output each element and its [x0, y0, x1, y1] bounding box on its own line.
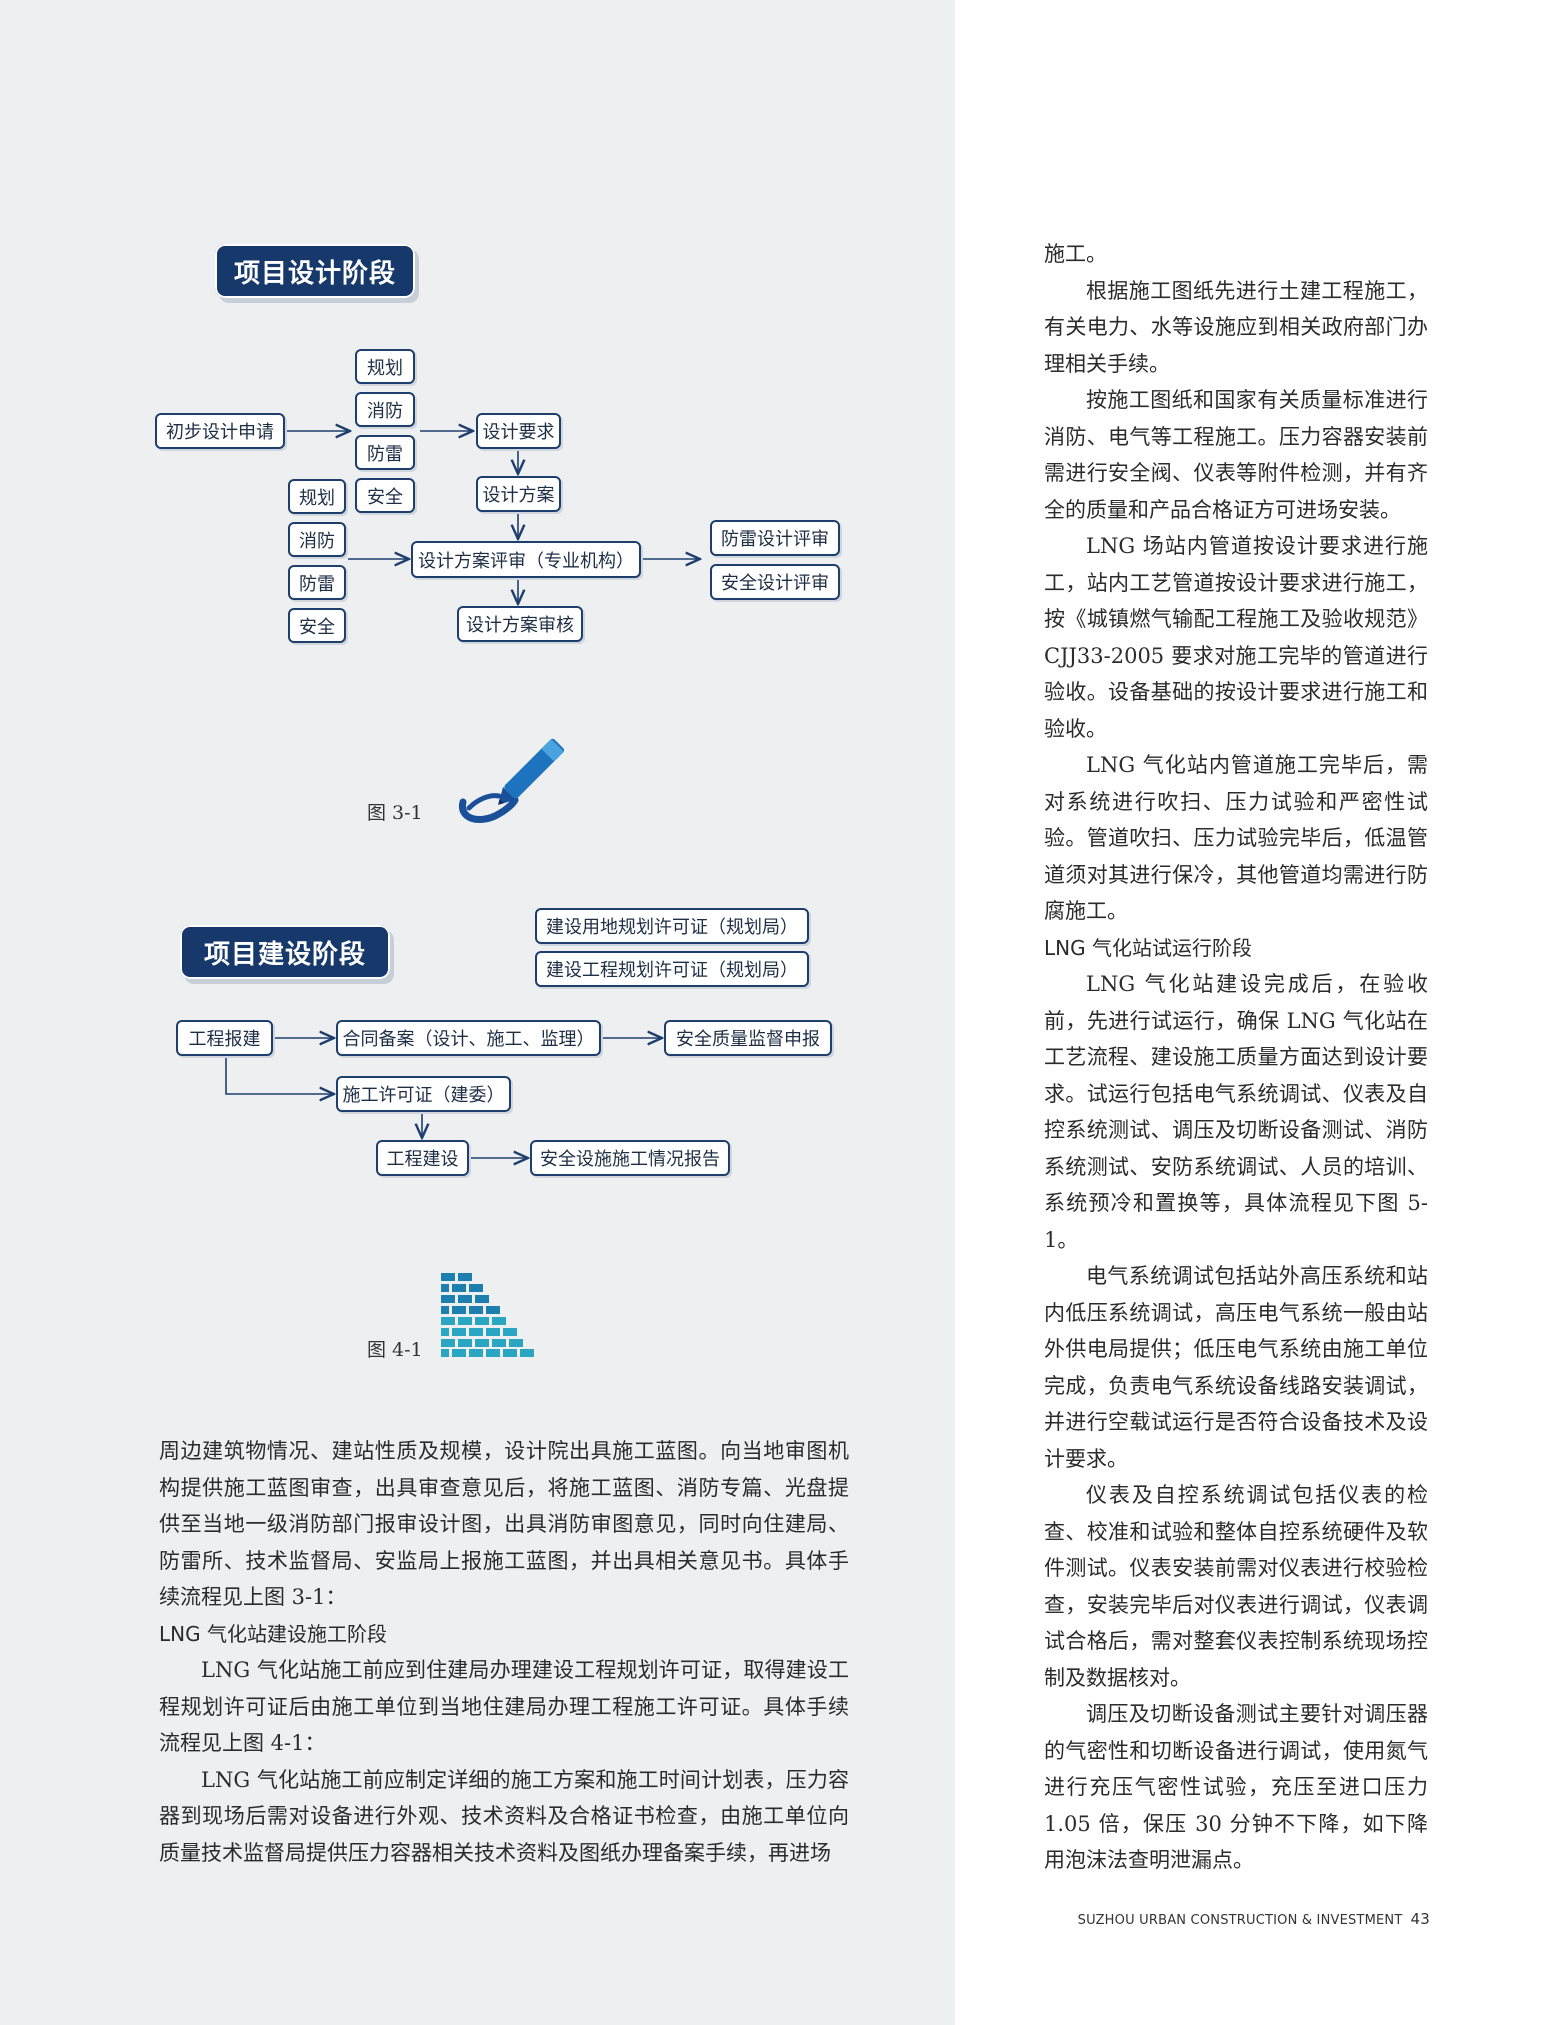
box-lightning-design-review: 防雷设计评审 [710, 520, 840, 556]
box-safety-quality-supervision: 安全质量监督申报 [664, 1020, 832, 1056]
box-project-construction: 工程建设 [376, 1140, 469, 1176]
brick-wall-icon [441, 1273, 534, 1357]
right-paragraph-3: LNG 场站内管道按设计要求进行施工，站内工艺管道按设计要求进行施工，按《城镇燃… [1044, 534, 1428, 741]
right-paragraph-7: 仪表及自控系统调试包括仪表的检查、校准和试验和整体自控系统硬件及软件测试。仪表安… [1044, 1483, 1428, 1690]
box-design-scheme: 设计方案 [476, 476, 561, 512]
right-paragraph-8: 调压及切断设备测试主要针对调压器的气密性和切断设备进行调试，使用氮气进行充压气密… [1044, 1702, 1428, 1872]
left-paragraph-1: 周边建筑物情况、建站性质及规模，设计院出具施工蓝图。向当地审图机构提供施工蓝图审… [159, 1439, 849, 1609]
box-safety-facility-report: 安全设施施工情况报告 [530, 1140, 730, 1176]
right-paragraph-0: 施工。 [1044, 242, 1107, 266]
right-column-text: 施工。 根据施工图纸先进行土建工程施工，有关电力、水等设施应到相关政府部门办理相… [1044, 236, 1428, 1879]
box-initial-design-application: 初步设计申请 [155, 413, 285, 449]
left-paragraph-3: LNG 气化站施工前应制定详细的施工方案和施工时间计划表，压力容器到现场后需对设… [159, 1767, 849, 1865]
box-top-planning: 规划 [355, 349, 415, 384]
box-engineering-planning-permit: 建设工程规划许可证（规划局） [535, 951, 809, 987]
right-subheading-trial-run: LNG 气化站试运行阶段 [1044, 935, 1252, 960]
box-design-requirements: 设计要求 [476, 413, 561, 449]
box-construction-permit: 施工许可证（建委） [336, 1076, 511, 1112]
box-project-registration: 工程报建 [176, 1020, 273, 1056]
box-left-planning: 规划 [288, 479, 346, 514]
box-top-lightning: 防雷 [355, 435, 415, 470]
right-paragraph-2: 按施工图纸和国家有关质量标准进行消防、电气等工程施工。压力容器安装前需进行安全阀… [1044, 388, 1428, 522]
right-paragraph-4: LNG 气化站内管道施工完毕后，需对系统进行吹扫、压力试验和严密性试验。管道吹扫… [1044, 753, 1428, 923]
box-top-fire: 消防 [355, 392, 415, 427]
box-left-fire: 消防 [288, 522, 346, 557]
box-contract-filing: 合同备案（设计、施工、监理） [336, 1020, 601, 1056]
box-left-lightning: 防雷 [288, 565, 346, 600]
design-stage-title: 项目设计阶段 [215, 244, 415, 298]
box-left-safety: 安全 [288, 608, 346, 643]
pen-icon [459, 738, 565, 823]
box-land-planning-permit: 建设用地规划许可证（规划局） [535, 908, 809, 944]
figure-caption-3-1: 图 3-1 [367, 802, 423, 824]
box-safety-design-review: 安全设计评审 [710, 564, 840, 600]
left-column-background [0, 0, 955, 2025]
right-paragraph-5: LNG 气化站建设完成后，在验收前，先进行试运行，确保 LNG 气化站在工艺流程… [1044, 972, 1428, 1252]
right-paragraph-6: 电气系统调试包括站外高压系统和站内低压系统调试，高压电气系统一般由站外供电局提供… [1044, 1264, 1428, 1471]
left-subheading-construction: LNG 气化站建设施工阶段 [159, 1621, 387, 1646]
box-top-safety: 安全 [355, 478, 415, 513]
page-footer: SUZHOU URBAN CONSTRUCTION & INVESTMENT 43 [1078, 1910, 1430, 1928]
left-column-text: 周边建筑物情况、建站性质及规模，设计院出具施工蓝图。向当地审图机构提供施工蓝图审… [159, 1433, 849, 1871]
page-number: 43 [1410, 1910, 1430, 1928]
construction-flow-connectors [225, 0, 955, 1200]
figure-caption-4-1: 图 4-1 [367, 1339, 423, 1361]
design-flow-connectors [287, 0, 955, 700]
box-design-scheme-audit: 设计方案审核 [457, 606, 583, 642]
left-paragraph-2: LNG 气化站施工前应到住建局办理建设工程规划许可证，取得建设工程规划许可证后由… [159, 1658, 849, 1755]
box-design-scheme-review: 设计方案评审（专业机构） [411, 541, 641, 578]
right-paragraph-1: 根据施工图纸先进行土建工程施工，有关电力、水等设施应到相关政府部门办理相关手续。 [1044, 278, 1428, 376]
journal-name: SUZHOU URBAN CONSTRUCTION & INVESTMENT [1077, 1913, 1403, 1928]
construction-stage-title: 项目建设阶段 [180, 925, 390, 979]
